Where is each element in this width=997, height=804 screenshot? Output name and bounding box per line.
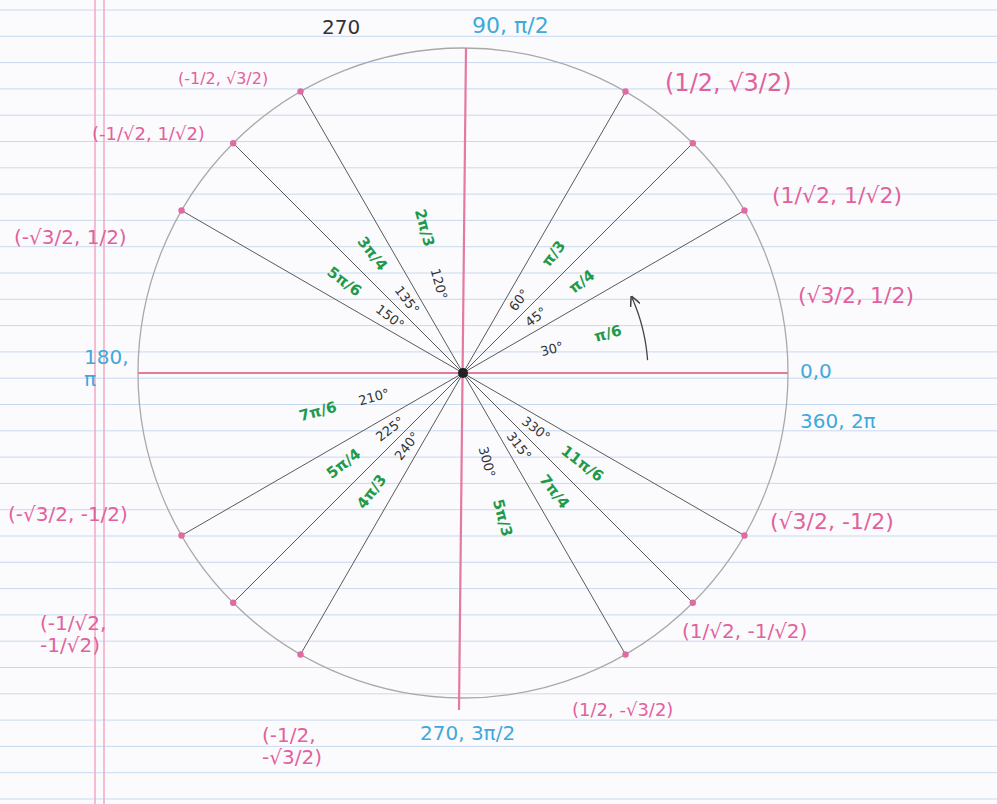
radian-label: 3π/4 xyxy=(354,234,389,273)
radian-label: 7π/6 xyxy=(298,400,339,424)
degree-label: 135° xyxy=(392,284,421,317)
paper-rule xyxy=(0,404,997,405)
circle-point xyxy=(178,207,184,213)
coordinate-label: (-1/√2, 1/√2) xyxy=(92,124,205,144)
paper-rule xyxy=(0,667,997,668)
circle-point xyxy=(297,88,303,94)
circle-point xyxy=(230,140,236,146)
paper-rules xyxy=(0,10,997,799)
coordinate-label: (√3/2, -1/2) xyxy=(770,510,894,534)
y-axis xyxy=(459,48,466,710)
circle-point xyxy=(230,600,236,606)
paper-rule xyxy=(0,588,997,589)
paper-rule xyxy=(0,483,997,484)
coordinate-label: (√3/2, 1/2) xyxy=(798,284,914,308)
radius-line xyxy=(463,92,626,373)
paper-rule xyxy=(0,799,997,800)
coordinate-label: (-1/2, -√3/2) xyxy=(262,724,340,768)
paper-rule xyxy=(0,167,997,168)
radius-line xyxy=(233,373,463,603)
radian-label: 5π/6 xyxy=(324,264,363,299)
paper-rule xyxy=(0,378,997,379)
circle-point xyxy=(297,651,303,657)
paper-rule xyxy=(0,693,997,694)
margin-line xyxy=(103,0,105,804)
margin-lines xyxy=(95,0,104,804)
paper-rule xyxy=(0,325,997,326)
paper-rule xyxy=(0,220,997,221)
axis-label: 360, 2π xyxy=(800,410,876,432)
circle-point xyxy=(622,88,628,94)
radian-label: 2π/3 xyxy=(412,208,436,249)
coordinate-label: (1/2, -√3/2) xyxy=(572,700,673,720)
radius-line xyxy=(233,143,463,373)
circle-point xyxy=(690,600,696,606)
paper-rule xyxy=(0,62,997,63)
degree-label: 300° xyxy=(476,445,497,479)
paper-rule xyxy=(0,273,997,274)
paper-rule xyxy=(0,88,997,89)
direction-arrow xyxy=(632,298,648,360)
radian-label: 5π/4 xyxy=(324,447,363,482)
radian-label: π/4 xyxy=(566,267,597,296)
radian-label: 4π/3 xyxy=(354,472,389,511)
circle-point xyxy=(741,207,747,213)
coordinate-label: (1/√2, 1/√2) xyxy=(772,184,902,208)
circle-points xyxy=(178,88,747,657)
paper-rule xyxy=(0,772,997,773)
axis-label: 90, π/2 xyxy=(472,14,549,38)
degree-label: 150° xyxy=(374,302,407,331)
degree-label: 120° xyxy=(429,267,450,301)
paper-rule xyxy=(0,10,997,11)
margin-line xyxy=(94,0,96,804)
radian-label: π/6 xyxy=(593,323,624,345)
paper-rule xyxy=(0,115,997,116)
degree-label: 225° xyxy=(374,414,407,443)
radius-line xyxy=(301,92,464,373)
axis-label: 270, 3π/2 xyxy=(420,722,515,744)
coordinate-label: (-1/√2, -1/√2) xyxy=(40,612,122,656)
radius-line xyxy=(463,373,693,603)
coordinate-label: (1/√2, -1/√2) xyxy=(682,620,807,642)
radius-line xyxy=(463,373,626,654)
paper-rule xyxy=(0,746,997,747)
degree-label: 60° xyxy=(507,287,531,313)
circle-point xyxy=(741,532,747,538)
radius-line xyxy=(182,373,463,536)
radius-line xyxy=(463,211,744,374)
axis-label: 0,0 xyxy=(800,360,832,382)
paper-rule xyxy=(0,246,997,247)
circle-point xyxy=(690,140,696,146)
degree-label: 45° xyxy=(523,305,549,329)
coordinate-label: (-√3/2, -1/2) xyxy=(8,503,128,525)
degree-label: 240° xyxy=(392,430,421,463)
degree-label: 315° xyxy=(504,430,533,463)
radius-line xyxy=(463,143,693,373)
degree-label: 210° xyxy=(357,386,391,407)
radian-label: π/3 xyxy=(540,238,569,269)
paper-rule xyxy=(0,614,997,615)
unit-circle xyxy=(138,48,788,698)
radian-label: 5π/3 xyxy=(490,497,514,538)
center-dot xyxy=(458,368,468,378)
paper-rule xyxy=(0,562,997,563)
degree-label: 330° xyxy=(520,414,553,443)
degree-label: 30° xyxy=(539,340,565,359)
coordinate-label: (-√3/2, 1/2) xyxy=(14,226,127,248)
axis-label: 270 xyxy=(322,16,360,38)
paper-rule xyxy=(0,720,997,721)
circle-point xyxy=(622,651,628,657)
radian-label: 11π/6 xyxy=(558,444,606,486)
axis-label: 180, π xyxy=(84,346,134,390)
paper-rule xyxy=(0,641,997,642)
coordinate-label: (-1/2, √3/2) xyxy=(178,70,268,88)
circle-point xyxy=(178,532,184,538)
coordinate-label: (1/2, √3/2) xyxy=(665,70,792,96)
radian-label: 7π/4 xyxy=(537,472,572,511)
